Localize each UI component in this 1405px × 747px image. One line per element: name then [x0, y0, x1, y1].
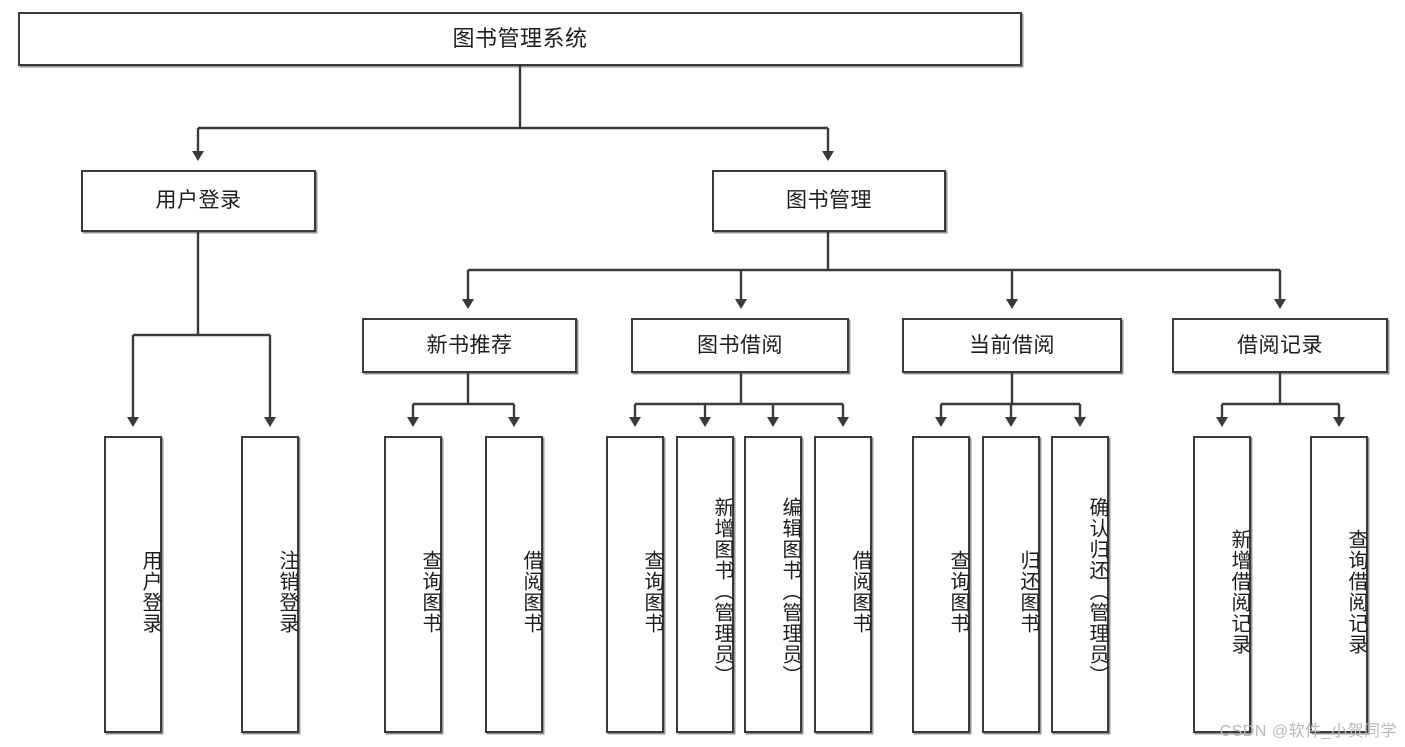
- node-current-borrow[interactable]: 当前借阅: [902, 318, 1122, 373]
- node-book-borrow-label: 图书借阅: [697, 333, 783, 357]
- node-leaf-return-book[interactable]: 归还图书: [982, 436, 1040, 733]
- node-current-borrow-label: 当前借阅: [969, 333, 1055, 357]
- node-book-manage-label: 图书管理: [786, 189, 872, 213]
- node-leaf-add-book-label: 新增图书（管理员）: [711, 497, 733, 686]
- node-user-login[interactable]: 用户登录: [81, 170, 316, 232]
- node-leaf-query-book-3[interactable]: 查询图书: [912, 436, 970, 733]
- node-leaf-logout-label: 注销登录: [276, 549, 298, 634]
- node-leaf-borrow-book-1-label: 借阅图书: [520, 549, 542, 634]
- node-leaf-add-record[interactable]: 新增借阅记录: [1193, 436, 1251, 733]
- node-book-manage[interactable]: 图书管理: [712, 170, 946, 232]
- csdn-watermark: CSDN @软件_小贺同学: [1219, 723, 1397, 740]
- node-leaf-query-book-3-label: 查询图书: [947, 549, 969, 634]
- node-leaf-edit-book[interactable]: 编辑图书（管理员）: [744, 436, 802, 733]
- node-leaf-query-book-1-label: 查询图书: [419, 549, 441, 634]
- node-leaf-add-record-label: 新增借阅记录: [1228, 528, 1250, 655]
- node-leaf-query-record[interactable]: 查询借阅记录: [1310, 436, 1368, 733]
- node-leaf-return-book-label: 归还图书: [1017, 549, 1039, 634]
- node-user-login-label: 用户登录: [155, 189, 242, 213]
- node-leaf-confirm-return-label: 确认归还（管理员）: [1086, 497, 1108, 686]
- node-root-label: 图书管理系统: [452, 25, 588, 51]
- node-borrow-record[interactable]: 借阅记录: [1172, 318, 1388, 373]
- node-new-book-rec[interactable]: 新书推荐: [362, 318, 577, 373]
- node-leaf-query-book-2-label: 查询图书: [641, 549, 663, 634]
- node-leaf-borrow-book-2[interactable]: 借阅图书: [814, 436, 872, 733]
- node-leaf-user-login-label: 用户登录: [139, 549, 161, 634]
- node-leaf-borrow-book-1[interactable]: 借阅图书: [485, 436, 543, 733]
- node-book-borrow[interactable]: 图书借阅: [631, 318, 849, 373]
- node-leaf-edit-book-label: 编辑图书（管理员）: [779, 497, 801, 686]
- node-borrow-record-label: 借阅记录: [1237, 333, 1323, 357]
- node-leaf-logout[interactable]: 注销登录: [241, 436, 299, 733]
- node-leaf-borrow-book-2-label: 借阅图书: [849, 549, 871, 634]
- node-leaf-confirm-return[interactable]: 确认归还（管理员）: [1051, 436, 1109, 733]
- node-new-book-rec-label: 新书推荐: [426, 333, 513, 357]
- node-leaf-query-book-1[interactable]: 查询图书: [384, 436, 442, 733]
- node-leaf-user-login[interactable]: 用户登录: [104, 436, 162, 733]
- node-leaf-query-record-label: 查询借阅记录: [1345, 528, 1367, 655]
- node-leaf-add-book[interactable]: 新增图书（管理员）: [676, 436, 734, 733]
- node-leaf-query-book-2[interactable]: 查询图书: [606, 436, 664, 733]
- node-root[interactable]: 图书管理系统: [18, 12, 1022, 66]
